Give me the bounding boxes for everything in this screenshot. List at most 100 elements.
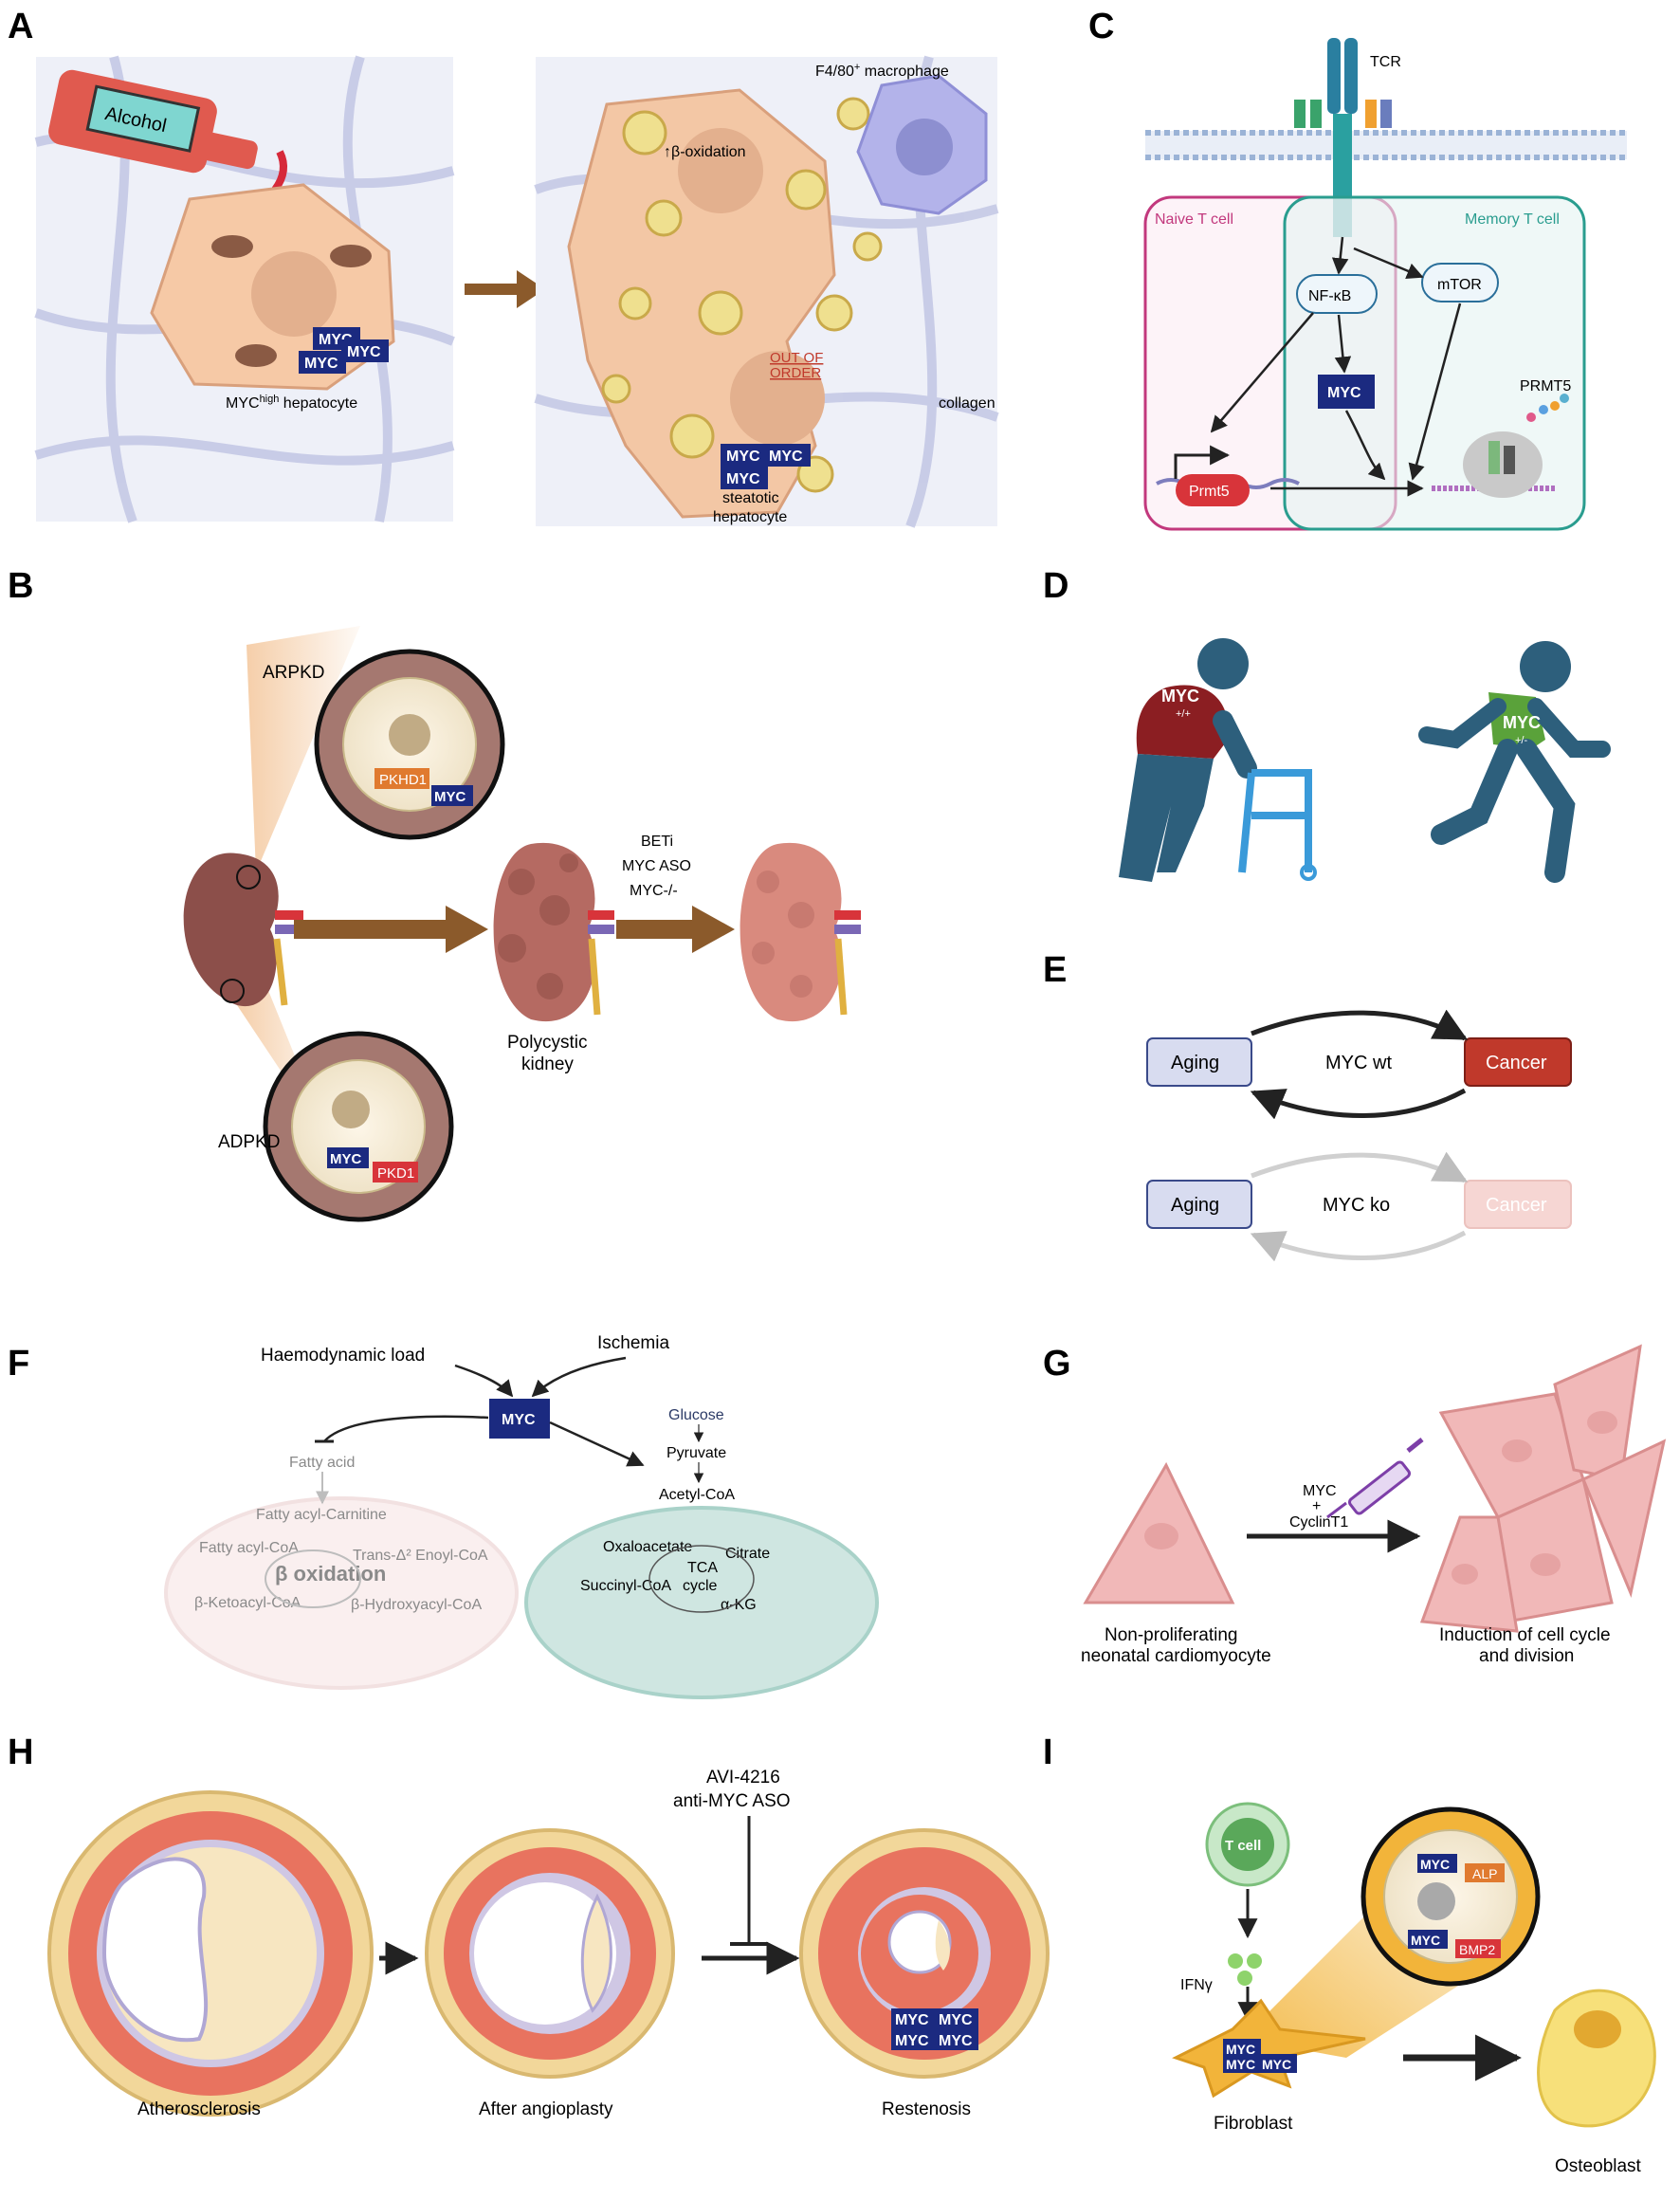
haemodynamic-label: Haemodynamic load xyxy=(261,1346,425,1366)
beta-oxidation-pathway: Fatty acid Fatty acyl-Carnitine Fatty ac… xyxy=(194,1455,488,1613)
panel-i: I T cell IFNγ MYC MYC MYC Fibroblast MYC… xyxy=(1043,1732,1656,2176)
out-of-order-label-1: OUT OF xyxy=(770,350,823,366)
myc-node-f xyxy=(489,1399,550,1439)
svg-text:Fatty acid: Fatty acid xyxy=(289,1455,355,1471)
svg-text:MYC: MYC xyxy=(347,344,381,360)
aging-box-wt xyxy=(1146,1037,1252,1087)
svg-text:MYC: MYC xyxy=(1327,385,1361,401)
panel-b-letter: B xyxy=(8,566,33,606)
svg-text:Acetyl-CoA: Acetyl-CoA xyxy=(659,1487,735,1503)
myc-high-hepatocyte: MYC MYC MYC MYChigh hepatocyte xyxy=(150,183,395,412)
syringe-icon xyxy=(1326,1438,1424,1519)
elderly-figure-myc-wt: MYC +/+ xyxy=(1119,638,1317,882)
fibroblast-zoom-circle: MYC ALP MYC BMP2 xyxy=(1360,1806,1541,1987)
het-genotype: +/- xyxy=(1515,735,1527,746)
svg-text:α-KG: α-KG xyxy=(721,1597,757,1613)
aging-label-wt: Aging xyxy=(1171,1053,1219,1073)
ifng-molecules xyxy=(1228,1953,1262,1986)
steatotic-label-2: hepatocyte xyxy=(713,509,787,525)
panel-g-letter: G xyxy=(1043,1344,1071,1384)
myc-wt-label: MYC xyxy=(1161,687,1199,706)
svg-text:TCA: TCA xyxy=(687,1560,718,1576)
wt-genotype: +/+ xyxy=(1176,708,1191,720)
treated-kidney xyxy=(740,842,861,1022)
bmp2-label: BMP2 xyxy=(1459,1942,1495,1957)
mitochondrion-fatty-acid xyxy=(164,1496,519,1690)
ifng-label: IFNγ xyxy=(1180,1977,1213,1993)
prmt5-gene: Prmt5 xyxy=(1156,445,1300,506)
panel-i-letter: I xyxy=(1043,1732,1053,1772)
cancer-label-ko: Cancer xyxy=(1486,1195,1547,1216)
svg-text:Oxaloacetate: Oxaloacetate xyxy=(603,1539,692,1555)
svg-text:Citrate: Citrate xyxy=(725,1546,770,1562)
pkhd1-label: PKHD1 xyxy=(379,772,427,788)
prmt5-complex xyxy=(1432,394,1569,498)
svg-text:MYC: MYC xyxy=(895,2033,929,2049)
panel-e: E Aging Cancer MYC wt Aging Cancer MYC k… xyxy=(1043,950,1572,1262)
panel-c-letter: C xyxy=(1088,7,1114,46)
polycystic-kidney-1 xyxy=(493,842,614,1022)
memory-t-cell-label: Memory T cell xyxy=(1465,211,1560,228)
treatment-myc-aso: MYC ASO xyxy=(622,858,691,874)
plus-label-g: + xyxy=(1312,1498,1321,1514)
tcr-label: TCR xyxy=(1370,54,1401,70)
myc-label-g: MYC xyxy=(1303,1483,1337,1499)
ischemia-label: Ischemia xyxy=(597,1333,669,1353)
panel-e-letter: E xyxy=(1043,950,1067,990)
svg-text:MYC: MYC xyxy=(939,2033,973,2049)
svg-text:MYC: MYC xyxy=(726,471,760,487)
osteoblast-label: Osteoblast xyxy=(1555,2156,1642,2176)
after-angioplasty-label: After angioplasty xyxy=(479,2099,613,2119)
out-of-order-label-2: ORDER xyxy=(770,365,821,381)
svg-text:cycle: cycle xyxy=(683,1578,718,1594)
polycystic-label-1: Polycystic xyxy=(507,1033,587,1053)
fibroblast: MYC MYC MYC xyxy=(1172,1998,1366,2099)
svg-text:Succinyl-CoA: Succinyl-CoA xyxy=(580,1578,671,1594)
svg-text:MYC: MYC xyxy=(939,2012,973,2028)
svg-text:MYC: MYC xyxy=(304,356,338,372)
osteoblast xyxy=(1537,1989,1656,2128)
naive-t-cell-label: Naive T cell xyxy=(1155,211,1233,228)
macrophage xyxy=(856,74,988,215)
panel-g: G Non-proliferating neonatal cardiomyocy… xyxy=(1043,1344,1667,1666)
svg-text:MYC: MYC xyxy=(330,1151,362,1167)
tca-pathway: Glucose Pyruvate Acetyl-CoA Oxaloacetate… xyxy=(580,1407,770,1613)
treatment-beti: BETi xyxy=(641,834,673,850)
panel-f: F Haemodynamic load Ischemia MYC Fatty a… xyxy=(8,1333,879,1699)
myc-ko-condition: MYC ko xyxy=(1323,1195,1390,1216)
avi-label: AVI-4216 xyxy=(706,1768,780,1788)
signaling-arrows-c xyxy=(1210,236,1462,497)
vessel-after-angioplasty xyxy=(425,1828,675,2079)
panel-f-letter: F xyxy=(8,1344,29,1384)
panel-a-letter: A xyxy=(8,7,33,46)
anti-myc-aso-label: anti-MYC ASO xyxy=(673,1791,791,1811)
polycystic-label-2: kidney xyxy=(521,1054,574,1074)
steatotic-label-1: steatotic xyxy=(722,490,779,506)
atherosclerosis-label: Atherosclerosis xyxy=(137,2099,261,2119)
panel-a: A Alcohol MYC MYC xyxy=(8,7,999,528)
panel-b: B PKHD1 MYC ARPKD MYC PKD1 ADPKD xyxy=(8,566,861,1222)
vessel-restenosis xyxy=(799,1828,1050,2079)
svg-text:Fatty acyl-CoA: Fatty acyl-CoA xyxy=(199,1540,299,1556)
arpkd-cell-zoom: PKHD1 MYC xyxy=(314,649,505,840)
svg-text:Trans-Δ² Enoyl-CoA: Trans-Δ² Enoyl-CoA xyxy=(353,1548,488,1564)
treatment-myc-ko: MYC-/- xyxy=(630,883,678,899)
myc-wt-condition: MYC wt xyxy=(1325,1053,1392,1073)
fibroblast-label: Fibroblast xyxy=(1214,2114,1293,2134)
alcohol-bottle: Alcohol xyxy=(48,69,287,192)
cyclin-label: CyclinT1 xyxy=(1289,1514,1348,1531)
vessel-atherosclerosis xyxy=(47,1790,374,2117)
svg-text:MYC: MYC xyxy=(1420,1857,1450,1872)
mitochondrion-glucose xyxy=(524,1506,879,1699)
aging-label-ko: Aging xyxy=(1171,1195,1219,1216)
induction-label-1: Induction of cell cycle xyxy=(1439,1625,1611,1645)
macrophage-label: F4/80+ macrophage xyxy=(815,62,949,80)
adpkd-cell-zoom: MYC PKD1 xyxy=(263,1031,454,1222)
svg-text:β-Hydroxyacyl-CoA: β-Hydroxyacyl-CoA xyxy=(351,1597,482,1613)
adpkd-label: ADPKD xyxy=(218,1132,280,1152)
svg-text:MYC: MYC xyxy=(769,449,803,465)
running-figure-myc-het: MYC +/- xyxy=(1418,641,1611,883)
pkd1-label: PKD1 xyxy=(377,1165,414,1182)
svg-text:β-Ketoacyl-CoA: β-Ketoacyl-CoA xyxy=(194,1595,301,1611)
